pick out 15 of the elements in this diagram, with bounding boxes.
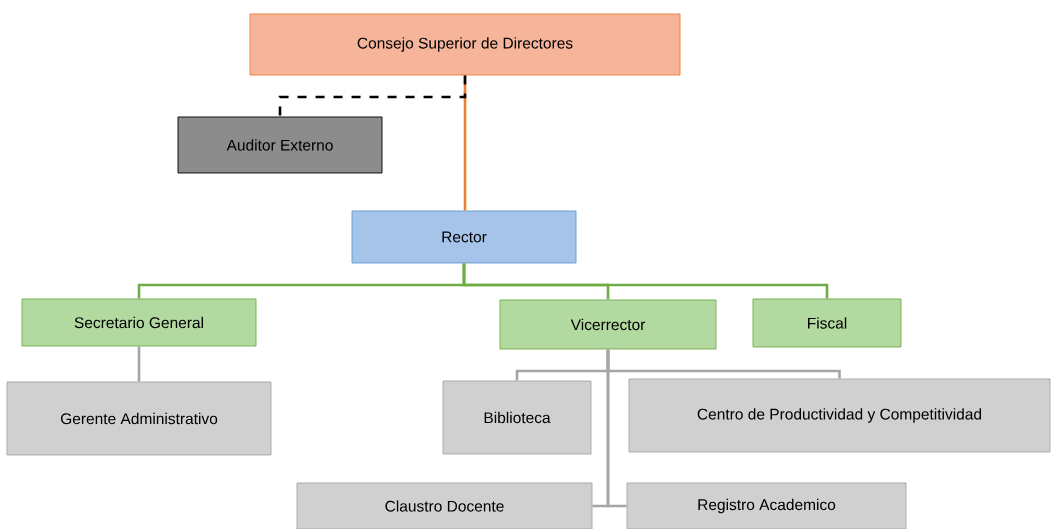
- department-box: Secretario General: [21, 298, 257, 347]
- unit-box: Biblioteca: [442, 380, 592, 455]
- unit-box: Claustro Docente: [296, 482, 593, 529]
- connector-line: [462, 263, 829, 299]
- unit-box: Registro Academico: [626, 482, 907, 529]
- auditor-box: Auditor Externo: [177, 116, 383, 174]
- connector-line: [606, 349, 627, 508]
- department-box: Vicerrector: [499, 299, 717, 350]
- connector-line: [137, 346, 141, 382]
- unit-box: Centro de Productividad y Competitividad: [628, 378, 1051, 453]
- board-box: Consejo Superior de Directores: [249, 13, 681, 76]
- rector-box: Rector: [351, 210, 577, 264]
- unit-box: Gerente Administrativo: [6, 381, 272, 456]
- department-box: Fiscal: [752, 298, 902, 348]
- connector-line: [278, 75, 467, 117]
